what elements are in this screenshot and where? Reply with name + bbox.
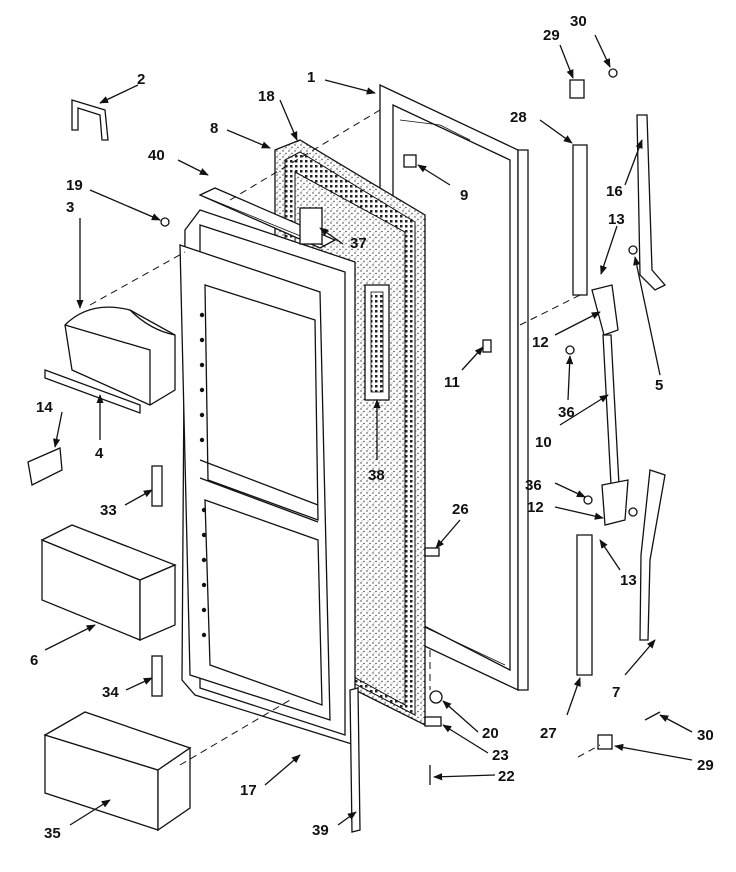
callout-33: 33 xyxy=(100,502,117,519)
clip-part-2 xyxy=(71,99,109,141)
callout-10: 10 xyxy=(535,434,552,451)
screw-part-30-bottom xyxy=(644,711,661,721)
dairy-trim-strip xyxy=(44,369,141,414)
screw-part-19 xyxy=(160,217,170,227)
bracket-part-23 xyxy=(424,716,442,727)
bracket-part-14 xyxy=(27,447,63,486)
callout-22: 22 xyxy=(498,768,515,785)
callout-8: 8 xyxy=(210,120,218,137)
leader-lines xyxy=(44,34,693,826)
bracket-part-33 xyxy=(151,465,163,507)
hinge-strip xyxy=(349,687,361,833)
callout-20: 20 xyxy=(482,725,499,742)
callout-17: 17 xyxy=(240,782,257,799)
callout-18: 18 xyxy=(258,88,275,105)
callout-36-bottom: 36 xyxy=(525,477,542,494)
callout-39: 39 xyxy=(312,822,329,839)
callout-9: 9 xyxy=(460,187,468,204)
callout-3: 3 xyxy=(66,199,74,216)
callout-30-bottom: 30 xyxy=(697,727,714,744)
dairy-door xyxy=(64,306,176,406)
callout-29-top: 29 xyxy=(543,27,560,44)
alignment-lines xyxy=(89,109,601,766)
bushing-part-20 xyxy=(429,690,443,704)
callout-1: 1 xyxy=(307,69,315,86)
door-bin-lower xyxy=(43,711,192,832)
screw-part-30-top xyxy=(608,68,618,78)
screw-part-5-top xyxy=(628,245,638,255)
callout-7: 7 xyxy=(612,684,620,701)
callout-2: 2 xyxy=(137,71,145,88)
clip-part-29-top xyxy=(569,79,585,99)
screw-part-5-bottom xyxy=(628,507,638,517)
callout-19: 19 xyxy=(66,177,83,194)
inner-door-liner xyxy=(179,209,356,746)
callout-38: 38 xyxy=(368,467,385,484)
clip-part-29-bottom xyxy=(597,734,613,750)
callout-30-top: 30 xyxy=(570,13,587,30)
gasket-clip xyxy=(299,207,323,245)
clip-part-11 xyxy=(482,339,492,353)
screw-part-36-bottom xyxy=(583,495,593,505)
handle-part-7 xyxy=(639,469,666,641)
callout-34: 34 xyxy=(102,684,119,701)
clip-part-26 xyxy=(424,547,440,557)
plug-part-9 xyxy=(403,154,417,168)
callout-13-bottom: 13 xyxy=(620,572,637,589)
callout-29-bottom: 29 xyxy=(697,757,714,774)
hinge-bracket-part-12-top xyxy=(591,284,619,336)
handle-channel-part-27 xyxy=(576,534,593,676)
bracket-part-34 xyxy=(151,655,163,697)
callout-11: 11 xyxy=(444,374,460,391)
handle-part-16 xyxy=(636,114,667,291)
callout-13-top: 13 xyxy=(608,211,625,228)
handle-channel-part-28 xyxy=(572,144,588,296)
callout-6: 6 xyxy=(30,652,38,669)
callout-35: 35 xyxy=(44,825,61,842)
callout-5: 5 xyxy=(655,377,663,394)
door-panel-slot xyxy=(364,284,390,401)
handle-strip-part-10 xyxy=(602,334,620,486)
screw-part-36-top xyxy=(565,345,575,355)
callout-4: 4 xyxy=(95,445,104,462)
callout-labels: 1 2 3 4 5 6 7 8 9 10 11 12 12 13 13 14 1… xyxy=(30,13,714,842)
callout-14: 14 xyxy=(36,399,53,416)
callout-37: 37 xyxy=(350,235,367,252)
callout-12-top: 12 xyxy=(532,334,549,351)
hinge-bracket-part-12-bottom xyxy=(601,479,629,526)
callout-27: 27 xyxy=(540,725,557,742)
callout-16: 16 xyxy=(606,183,623,200)
callout-12-bottom: 12 xyxy=(527,499,544,516)
callout-36-top: 36 xyxy=(558,404,575,421)
callout-40: 40 xyxy=(148,147,165,164)
callout-26: 26 xyxy=(452,501,469,518)
callout-23: 23 xyxy=(492,747,509,764)
door-bin-upper xyxy=(40,524,177,641)
callout-28: 28 xyxy=(510,109,527,126)
